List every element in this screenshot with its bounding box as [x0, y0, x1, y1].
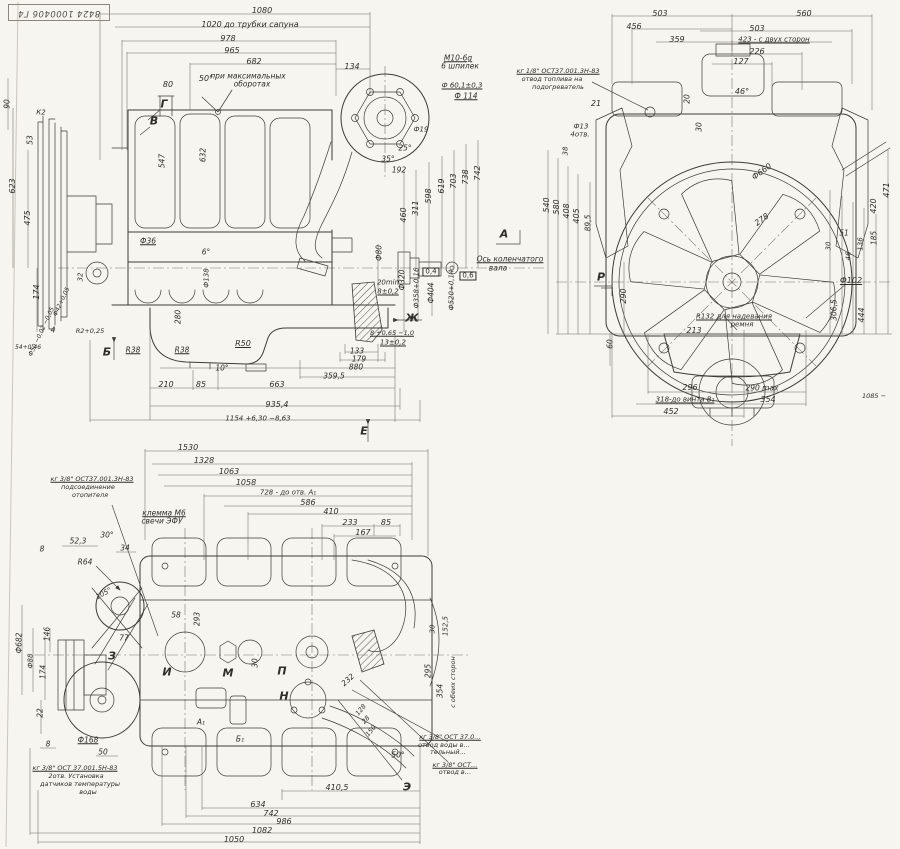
part-number-stamp: 8424 1000406 Г4 [8, 4, 110, 21]
paper-edge [5, 1, 19, 848]
front-view-linework [547, 14, 892, 446]
bottom-view-linework [21, 449, 468, 844]
side-view-linework [7, 12, 545, 442]
